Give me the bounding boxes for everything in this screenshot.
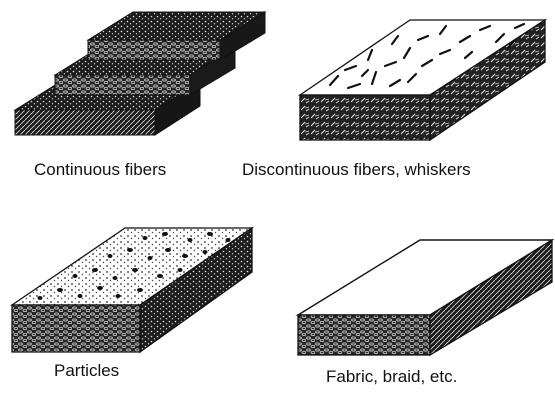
caption-continuous-fibers: Continuous fibers	[34, 160, 166, 180]
lamina-bottom-front-face	[15, 110, 155, 135]
lamina-top-front-face	[88, 40, 220, 60]
caption-fabric-braid: Fabric, braid, etc.	[326, 367, 457, 387]
fabric-braid-illustration	[298, 240, 552, 355]
caption-particles: Particles	[54, 361, 119, 381]
caption-discontinuous-fibers: Discontinuous fibers, whiskers	[242, 160, 471, 180]
discontinuous-fibers-illustration	[300, 20, 545, 140]
block-front-face	[298, 315, 430, 355]
block-front-face	[300, 95, 430, 140]
block-front-face	[12, 305, 140, 352]
particles-illustration	[12, 228, 252, 352]
continuous-fibers-illustration	[15, 12, 265, 135]
lamina-middle-front-face	[55, 75, 190, 95]
